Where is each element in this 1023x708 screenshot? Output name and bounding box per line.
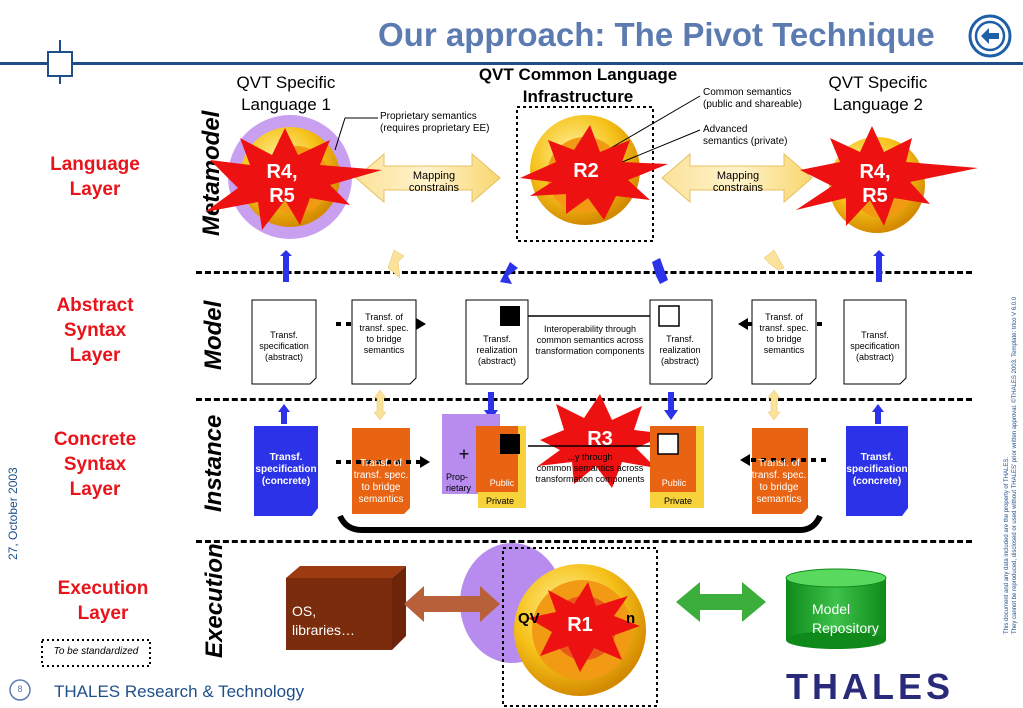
public-label-left: Public [489,478,515,488]
advanced-semantics-note: Advanced semantics (private) [703,124,788,147]
star-r3 [538,394,668,488]
arrow-up-left-1 [280,250,292,282]
language-layer-label: Language Layer [50,154,140,200]
abstract-syntax-layer-label: Abstract Syntax Layer [56,295,134,366]
core-text-right: n [626,610,636,627]
arrow-blue-diag-l [500,262,518,284]
model-bridge-right: Transf. of transf. spec. to bridge seman… [759,312,809,355]
separator-3 [196,540,972,543]
header-rule [0,62,1023,65]
thales-logo: THALES [786,666,954,707]
model-real-left: Transf. realization (abstract) [476,334,518,366]
arrow-blue-diag-r [652,258,668,284]
common-semantics-note: Common semantics (public and shareable) [703,87,802,110]
core-text-left: QV [518,610,540,627]
star-r3-label: R3 [587,428,613,450]
private-label-left: Private [485,496,514,506]
qvt-specific-language-2: QVT Specific Language 2 [828,73,928,114]
arrow-yellow-l1 [387,249,405,279]
proprietary-semantics-note: Proprietary semantics (requires propriet… [380,111,490,134]
plus-sign: + [458,444,470,464]
private-label-right: Private [663,496,692,506]
concrete-syntax-layer-label: Concrete Syntax Layer [53,429,137,500]
model-spec-right: Transf. specification (abstract) [850,330,900,362]
qvt-specific-language-1: QVT Specific Language 1 [236,73,336,114]
star-r45-left [205,128,382,230]
mapping-constrains-right: Mapping constrains [712,170,764,194]
separator-1 [196,271,972,274]
qvt-common-infrastructure: QVT Common Language Infrastructure [478,65,678,106]
star-r2 [520,125,668,220]
mapping-arrow-left [355,152,501,204]
arrow-up-right-1 [873,250,885,282]
execution-layer-label: Execution Layer [57,578,149,624]
separator-2 [196,398,972,401]
legal-line-2: They cannot be reproduced, disclosed or … [1012,296,1018,634]
footer-date: 27, October 2003 [6,467,20,560]
instance-spec-left: Transf. specification (concrete) [255,452,317,487]
star-r2-label: R2 [573,160,599,182]
proprietary-label: Prop- rietary [446,472,472,493]
mapping-arrow-right [661,152,813,204]
star-r1 [528,582,640,672]
os-libraries-label: OS, libraries… [292,603,356,638]
star-r1-label: R1 [567,614,593,636]
page-title: Our approach: The Pivot Technique [378,16,935,53]
footer-organization: THALES Research & Technology [54,682,305,701]
page-number: 8 [17,684,23,694]
arrow-yellow-r1 [763,249,785,271]
star-r45-left-label: R4, R5 [266,161,298,207]
star-r45-right-label: R4, R5 [859,161,891,207]
instance-bridge-right: Transf. of transf. spec. to bridge seman… [751,458,807,505]
crosshair-mark [47,40,73,84]
model-bridge-left: Transf. of transf. spec. to bridge seman… [359,312,409,355]
execution-core [460,543,658,707]
model-repository-label: Model Repository [812,601,879,636]
mapping-constrains-left: Mapping constrains [408,170,460,194]
back-arrow-icon[interactable] [968,14,1012,58]
instance-interop-note: ...y through common semantics across tra… [535,452,645,484]
public-label-right: Public [661,478,687,488]
legend-to-be-standardized: To be standardized [53,646,139,657]
instance-bridge-left: Transf. of transf. spec. to bridge seman… [353,458,409,505]
model-spec-left: Transf. specification (abstract) [259,330,309,362]
legal-line-1: This document and any data included are … [1004,457,1010,634]
model-real-right: Transf. realization (abstract) [659,334,701,366]
instance-spec-right: Transf. specification (concrete) [846,452,908,487]
star-r45-right [796,126,978,226]
model-documents [251,299,907,385]
model-interop-note: Interoperability through common semantic… [535,324,645,356]
